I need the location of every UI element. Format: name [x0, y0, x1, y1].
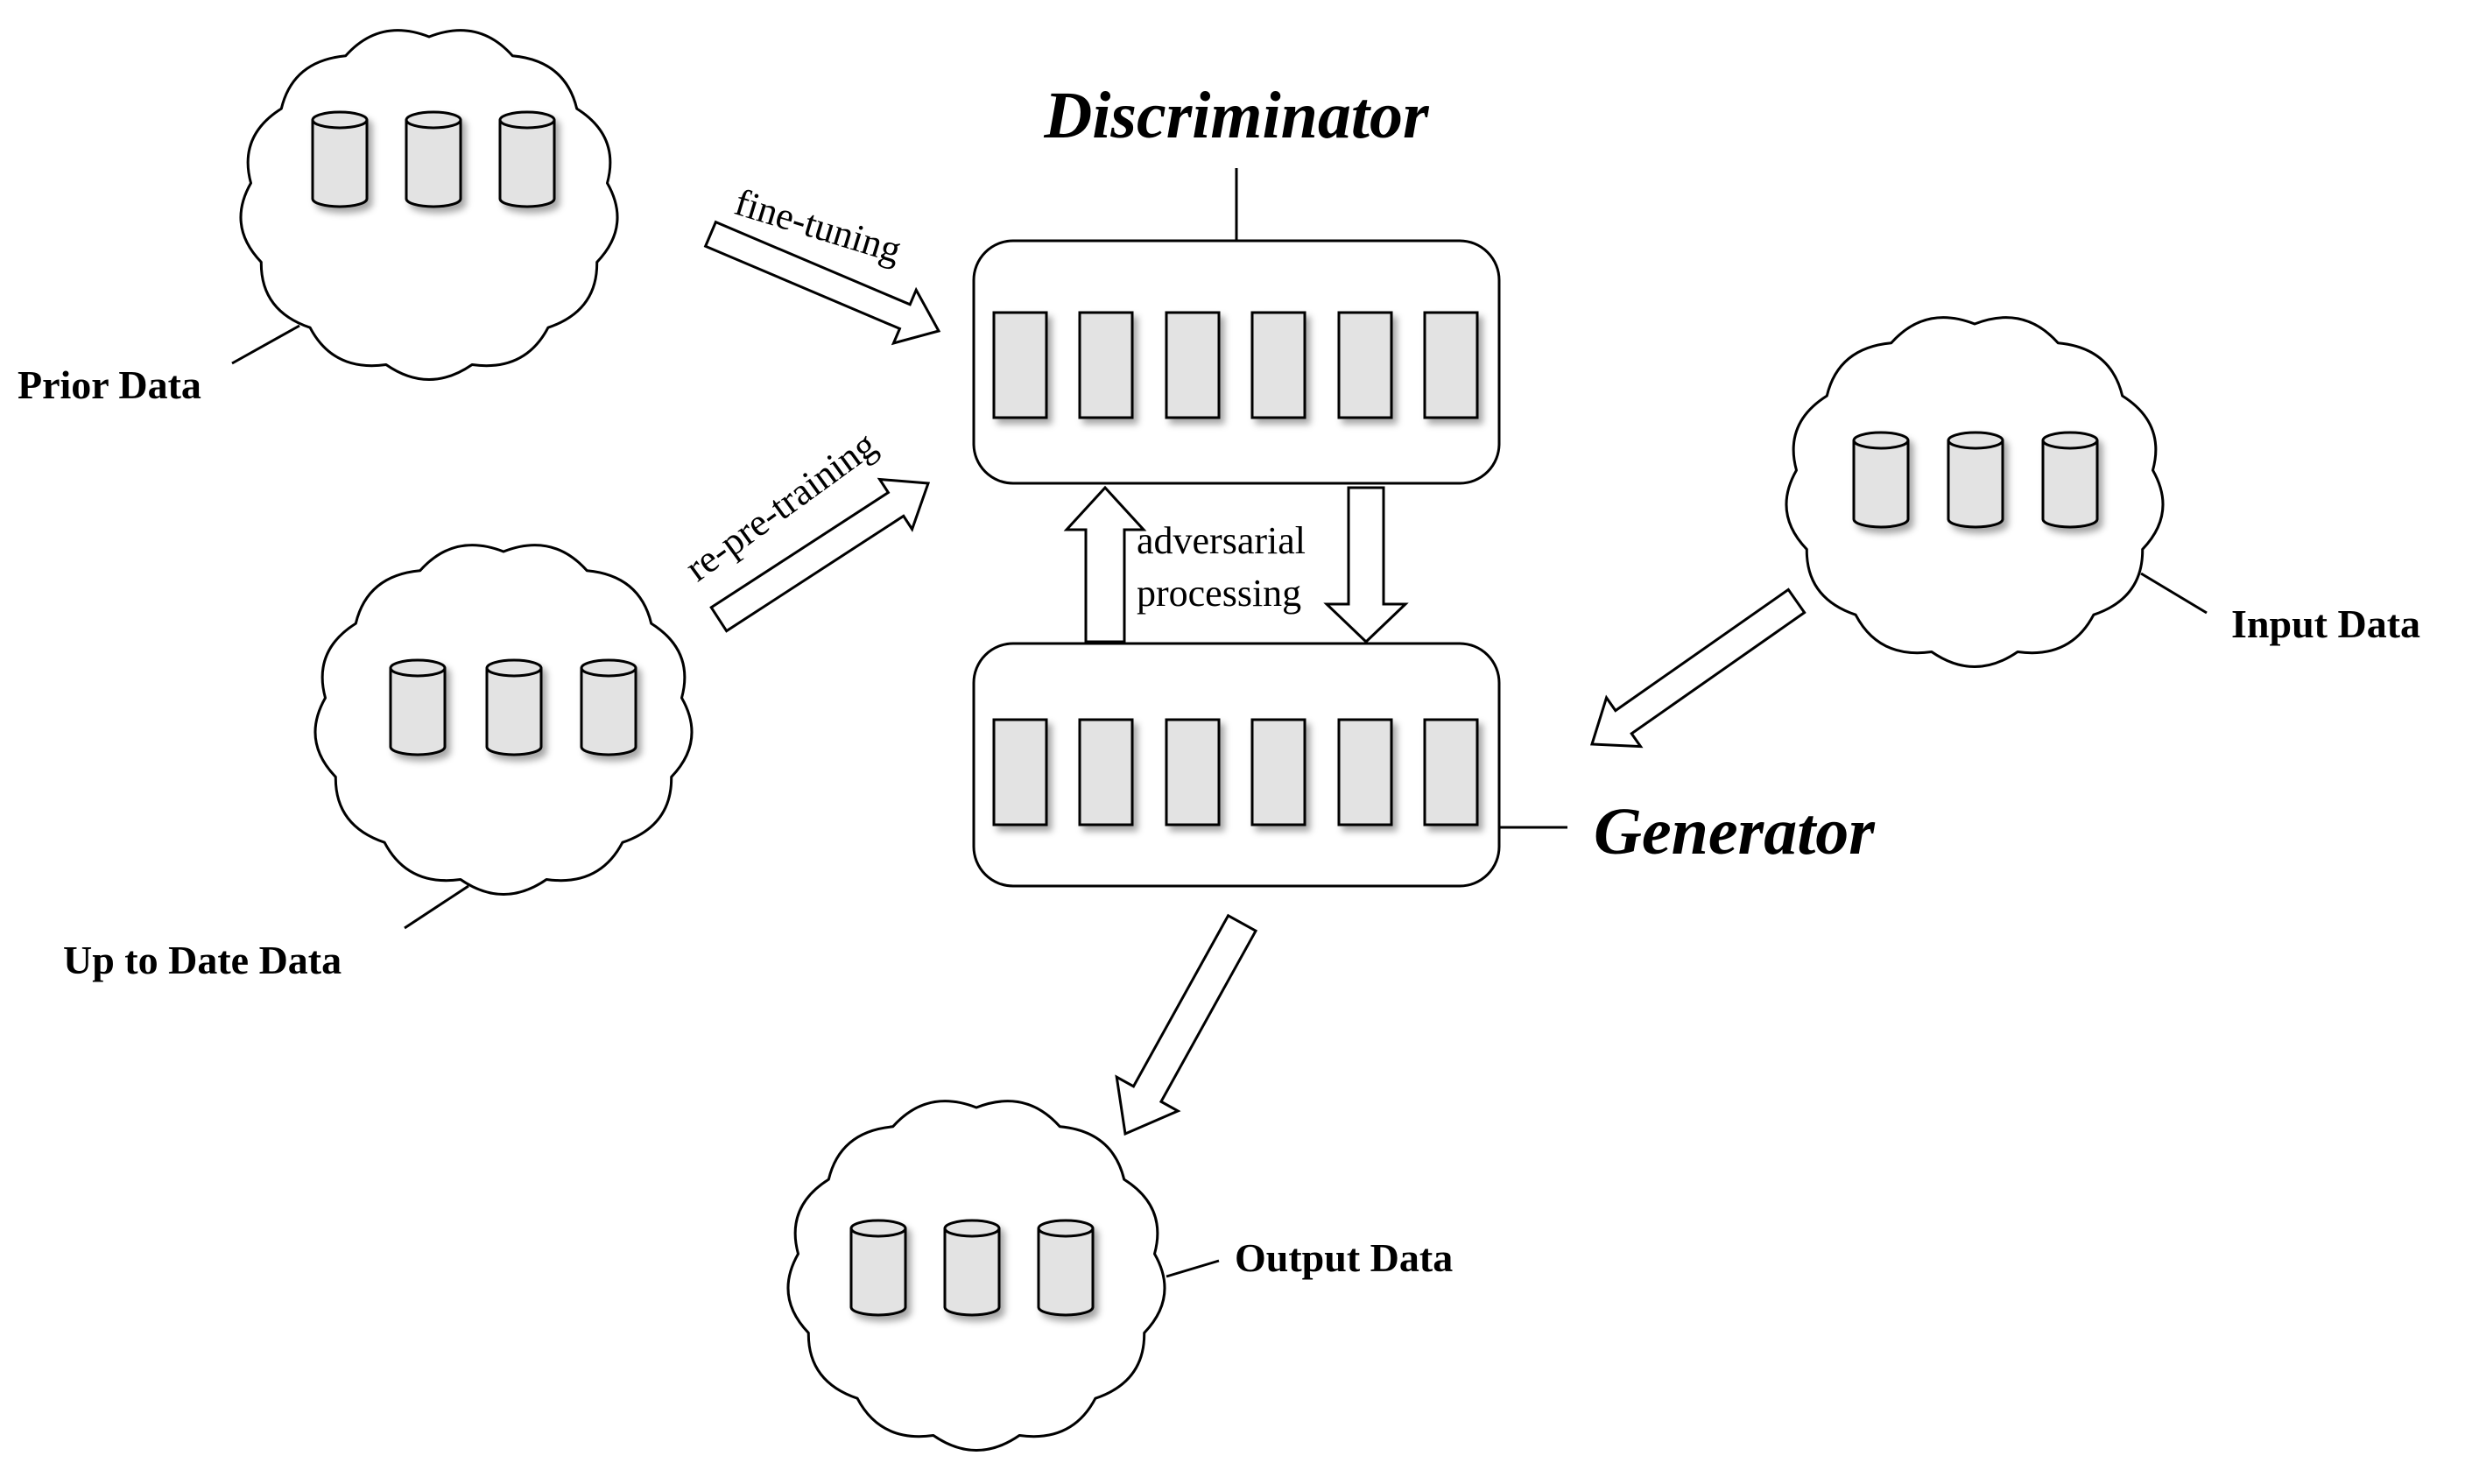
generator-block [1423, 718, 1479, 826]
database-icon [2041, 431, 2099, 529]
database-icon [405, 110, 462, 208]
discriminator-module: Discriminator [972, 79, 1501, 485]
generator-module: Generator [972, 642, 1876, 888]
cylinder-top [580, 658, 637, 678]
discriminator-box [972, 239, 1501, 485]
cylinder-body [849, 1228, 907, 1317]
prior-data-cylinders [311, 110, 556, 208]
input-data-label: Input Data [2231, 601, 2420, 646]
cylinder-top [2041, 431, 2099, 450]
generator-box [972, 642, 1501, 888]
database-icon [1852, 431, 1910, 529]
input-to-generator-arrow [1589, 587, 1806, 749]
cylinder-top [1037, 1219, 1095, 1238]
discriminator-block [1423, 311, 1479, 419]
cylinder-body [2041, 440, 2099, 529]
database-icon [1037, 1219, 1095, 1317]
cylinder-body [485, 668, 543, 756]
cylinder-body [1037, 1228, 1095, 1317]
adversarial-up-arrow [1063, 485, 1147, 644]
discriminator-block [992, 311, 1048, 419]
prior-data-label: Prior Data [18, 362, 201, 407]
discriminator-block [1250, 311, 1306, 419]
generator-to-output-arrow [1115, 913, 1258, 1136]
discriminator-block [1337, 311, 1393, 419]
adversarial-label-line2: processing [1137, 572, 1301, 615]
cylinder-top [485, 658, 543, 678]
cylinder-body [943, 1228, 1001, 1317]
input-data-leader-line [2140, 572, 2208, 615]
generator-title: Generator [1594, 795, 1876, 869]
cylinder-body [580, 668, 637, 756]
generator-block [992, 718, 1048, 826]
cylinder-body [311, 120, 369, 208]
cylinder-top [849, 1219, 907, 1238]
database-icon [389, 658, 447, 756]
database-icon [1947, 431, 2004, 529]
discriminator-block [1078, 311, 1134, 419]
database-icon [943, 1219, 1001, 1317]
cylinder-body [1947, 440, 2004, 529]
discriminator-block [1165, 311, 1221, 419]
generator-block [1165, 718, 1221, 826]
generator-blocks [992, 718, 1479, 826]
up-to-date-data-leader-line [404, 884, 469, 930]
output-data-cylinders [849, 1219, 1095, 1317]
generator-block [1250, 718, 1306, 826]
cylinder-top [311, 110, 369, 130]
input-data-cylinders [1852, 431, 2099, 529]
discriminator-blocks [992, 311, 1479, 419]
cylinder-body [405, 120, 462, 208]
adversarial-label-line1: adversarial [1137, 519, 1306, 562]
output-data-leader-line [1166, 1259, 1220, 1278]
generator-block [1078, 718, 1134, 826]
cylinder-top [498, 110, 556, 130]
database-icon [849, 1219, 907, 1317]
adversarial-arrows: adversarial processing [1063, 485, 1409, 644]
cylinder-top [389, 658, 447, 678]
up-to-date-data-label: Up to Date Data [63, 938, 342, 982]
database-icon [485, 658, 543, 756]
cylinder-top [943, 1219, 1001, 1238]
discriminator-title: Discriminator [1043, 79, 1430, 152]
up-to-date-data-cylinders [389, 658, 637, 756]
generator-block [1337, 718, 1393, 826]
cylinder-body [389, 668, 447, 756]
cylinder-body [498, 120, 556, 208]
database-icon [311, 110, 369, 208]
fine-tuning-arrow [703, 220, 941, 346]
prior-data-leader-line [231, 324, 300, 365]
cylinder-top [405, 110, 462, 130]
re-pre-training-arrow [709, 477, 931, 633]
cylinder-top [1947, 431, 2004, 450]
database-icon [580, 658, 637, 756]
database-icon [498, 110, 556, 208]
output-data-label: Output Data [1235, 1235, 1453, 1280]
cylinder-body [1852, 440, 1910, 529]
cylinder-top [1852, 431, 1910, 450]
adversarial-down-arrow [1323, 486, 1409, 644]
